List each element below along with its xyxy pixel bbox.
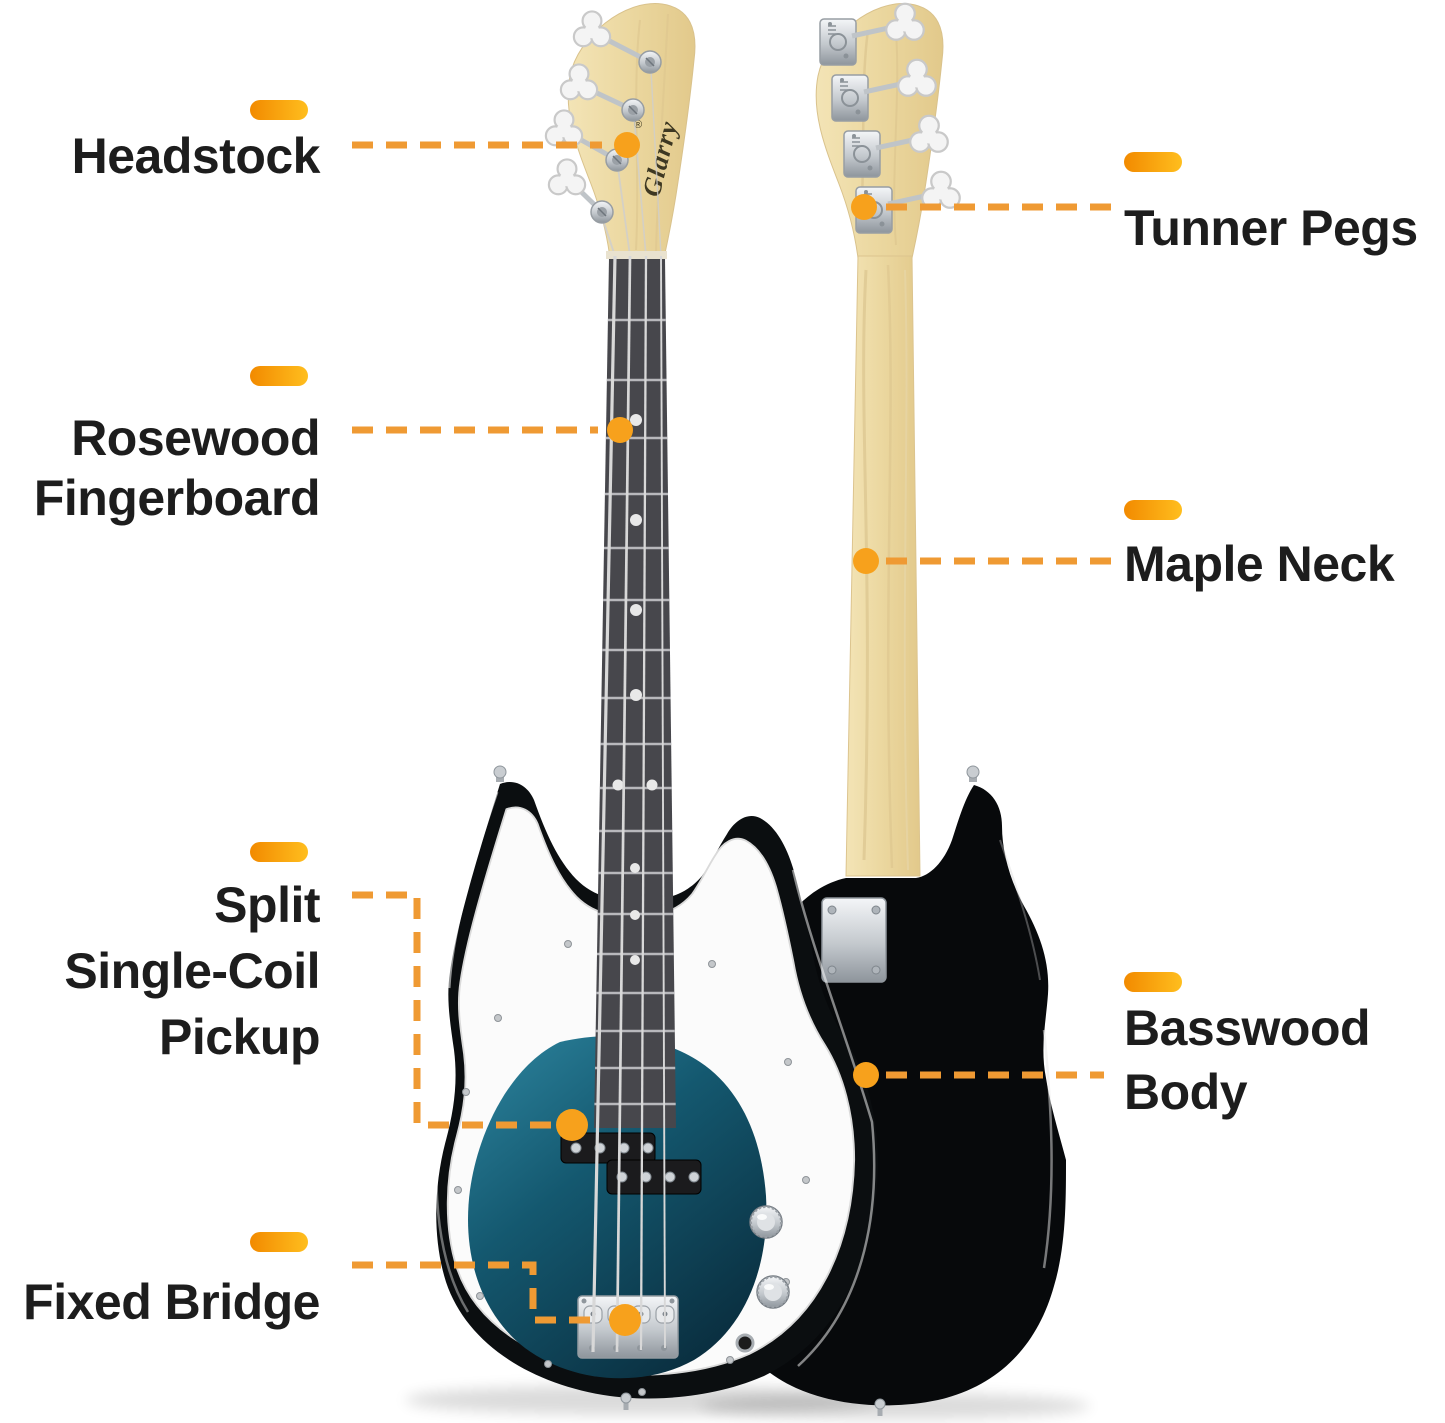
tuner-key-icon	[547, 158, 587, 196]
fretboard-inlay-dots	[612, 414, 658, 965]
pickguard-screws	[454, 940, 810, 1396]
tuner-machines-back	[819, 2, 961, 234]
label-rosewood-fingerboard: Rosewood Fingerboard	[33, 408, 321, 528]
label-line: Rosewood	[71, 410, 320, 466]
label-line: Single-Coil	[64, 943, 320, 999]
accent-pill	[250, 100, 308, 120]
accent-pill	[250, 842, 308, 862]
tone-knob	[756, 1275, 790, 1309]
label-basswood-body: Basswood Body	[1124, 996, 1371, 1124]
floor-shadow	[405, 1385, 1090, 1419]
registered-mark: ®	[634, 119, 642, 131]
label-line: Basswood	[1124, 1000, 1371, 1056]
front-guitar: Glarry ®	[435, 3, 878, 1411]
strap-button	[966, 765, 980, 782]
tuner-key-icon	[572, 10, 612, 48]
output-jack	[735, 1333, 755, 1353]
label-tunner-pegs: Tunner Pegs	[1124, 200, 1418, 256]
label-split-single-coil-pickup: Split Single-Coil Pickup	[64, 872, 320, 1070]
frets	[594, 318, 676, 1106]
label-maple-neck: Maple Neck	[1124, 536, 1395, 592]
connector-pickup	[352, 891, 552, 1129]
accent-pill	[1124, 500, 1182, 520]
connector-lines	[352, 141, 1112, 1324]
accent-pill	[250, 366, 308, 386]
label-line: Fingerboard	[33, 470, 321, 526]
accent-pill	[1124, 972, 1182, 992]
connector-bridge	[352, 1261, 603, 1324]
label-fixed-bridge: Fixed Bridge	[23, 1274, 320, 1330]
tuner-key-icon	[921, 170, 961, 209]
label-line: Pickup	[159, 1009, 320, 1065]
neck-plate	[821, 897, 887, 983]
volume-knob	[749, 1205, 783, 1239]
label-line: Body	[1124, 1064, 1248, 1120]
label-line: Split	[214, 877, 320, 933]
accent-pill	[1124, 152, 1182, 172]
strap-button	[493, 765, 507, 782]
split-single-coil-pickup	[560, 1132, 702, 1195]
accent-pill	[250, 1232, 308, 1252]
nut	[606, 251, 667, 259]
connector-dots	[556, 132, 879, 1336]
label-headstock: Headstock	[71, 128, 321, 184]
